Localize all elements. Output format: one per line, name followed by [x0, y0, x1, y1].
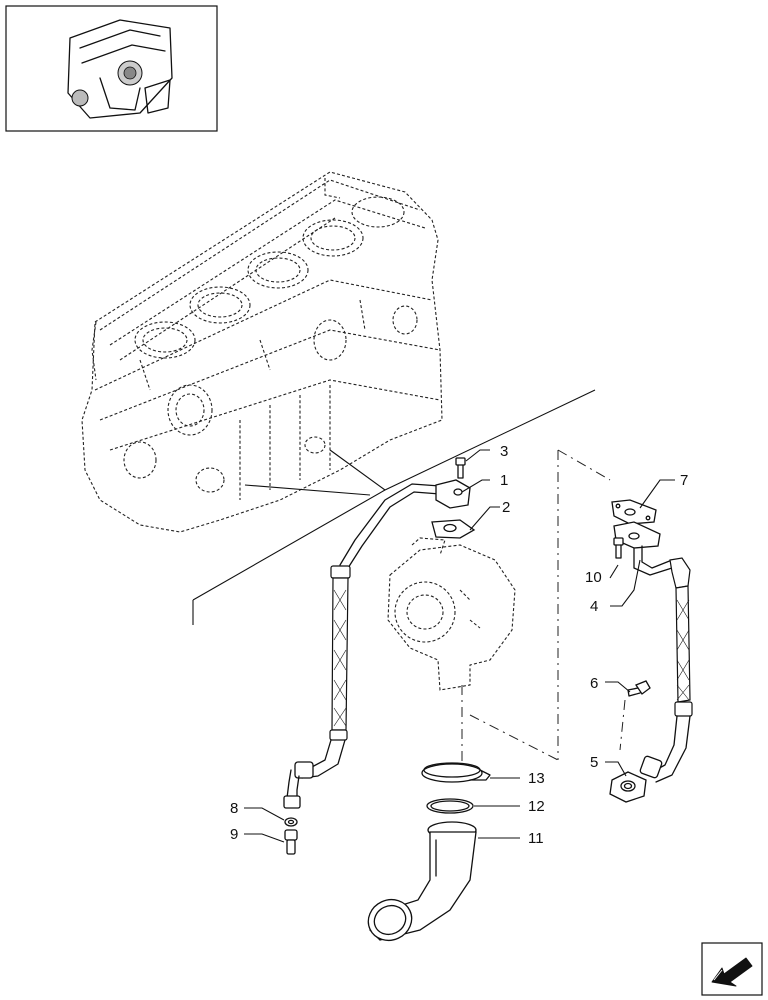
bolt-part-6 — [627, 680, 651, 697]
elbow-pipe-part-11 — [367, 821, 477, 942]
flange-part-5 — [609, 771, 647, 803]
turbocharger — [387, 537, 516, 691]
callout-labels: 3 1 2 7 10 4 6 5 13 12 11 8 9 — [230, 443, 688, 847]
callout-leaders — [244, 449, 675, 843]
callout-6: 6 — [590, 675, 598, 692]
reference-lines — [192, 389, 626, 770]
callout-13: 13 — [528, 770, 545, 787]
callout-4: 4 — [590, 598, 598, 615]
callout-1: 1 — [500, 472, 508, 489]
clamp-part-13 — [421, 762, 491, 783]
gasket-part-2 — [431, 519, 476, 539]
bolt-part-3 — [455, 457, 466, 479]
engine-thumbnail-icon[interactable] — [5, 5, 218, 132]
bolt-part-10 — [613, 537, 624, 559]
flange-part-1 — [435, 479, 471, 509]
o-ring-part-12 — [426, 798, 474, 814]
next-page-arrow-icon[interactable] — [701, 942, 763, 996]
callout-3: 3 — [500, 443, 508, 460]
oil-feed-pipe — [283, 483, 441, 809]
gasket-part-7 — [611, 499, 657, 525]
callout-7: 7 — [680, 472, 688, 489]
callout-12: 12 — [528, 798, 545, 815]
washer-part-8 — [284, 817, 298, 827]
callout-11: 11 — [528, 830, 544, 847]
callout-2: 2 — [502, 499, 510, 516]
connector-part-9 — [284, 829, 298, 855]
return-pipe-part-4 — [633, 545, 693, 783]
callout-5: 5 — [590, 754, 598, 771]
callout-10: 10 — [585, 569, 602, 586]
callout-9: 9 — [230, 826, 238, 843]
engine-block — [81, 171, 443, 533]
callout-8: 8 — [230, 800, 238, 817]
